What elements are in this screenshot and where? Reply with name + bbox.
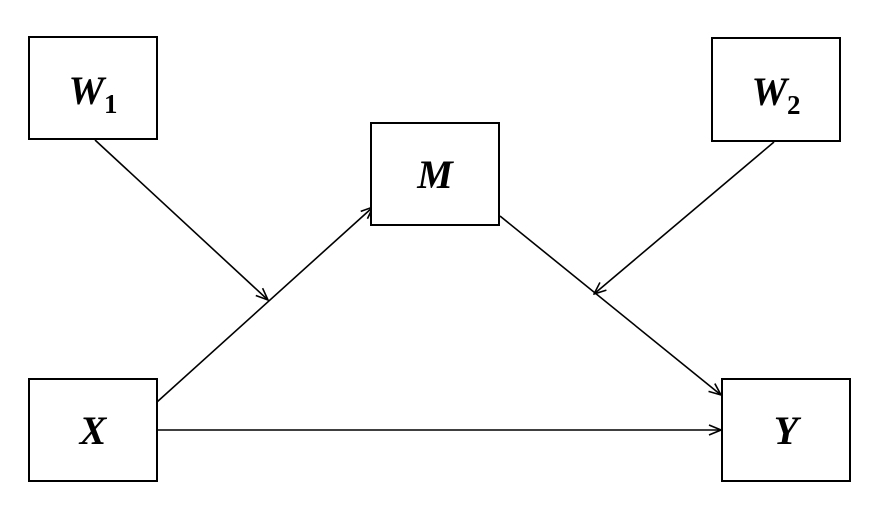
edge-x-to-m — [156, 207, 373, 403]
svg-text:W2: W2 — [751, 69, 800, 120]
node-m-label: M — [416, 152, 454, 197]
node-w2-subscript: 2 — [787, 90, 801, 120]
node-m: M — [370, 122, 500, 226]
edge-m-to-y — [499, 215, 721, 395]
node-w2-label: W — [751, 69, 789, 114]
node-w1: W1 — [28, 36, 158, 140]
node-w1-label: W — [68, 68, 106, 113]
node-w2: W2 — [711, 37, 841, 142]
node-y-label: Y — [774, 408, 802, 453]
node-x-label: X — [78, 408, 108, 453]
node-y: Y — [721, 378, 851, 482]
edge-w2-moderation — [594, 141, 775, 294]
node-w1-subscript: 1 — [104, 89, 118, 119]
svg-text:W1: W1 — [68, 68, 117, 119]
edge-w1-moderation — [94, 139, 268, 300]
node-x: X — [28, 378, 158, 482]
